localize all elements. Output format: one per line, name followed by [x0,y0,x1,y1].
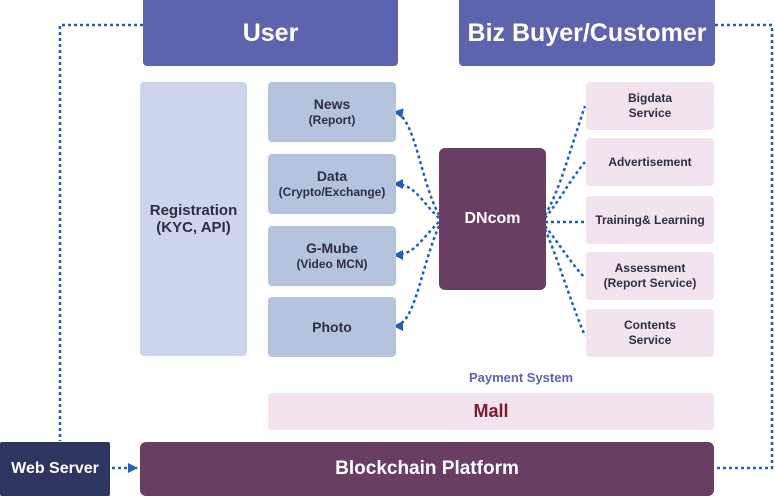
data-box: Data (Crypto/Exchange) [268,154,396,214]
training-learning-box: Training& Learning [586,196,714,244]
assessment-box: Assessment (Report Service) [586,252,714,300]
training-line1: Training& Learning [595,212,705,227]
connector-dncom-assessment [544,225,586,279]
registration-box: Registration (KYC, API) [140,82,247,356]
news-title: News [313,96,351,112]
biz-buyer-header: Biz Buyer/Customer [459,0,715,66]
photo-box: Photo [268,297,396,357]
gmube-box: G-Mube (Video MCN) [268,226,396,286]
advertisement-line1: Advertisement [608,154,692,169]
payment-system-label: Payment System [468,370,574,385]
connector-dncom-news [393,108,441,216]
assessment-line1: Assessment [614,261,686,275]
connector-dncom-ad [544,161,586,219]
contents-line2: Service [628,333,672,347]
connector-user-webserver [58,23,143,441]
photo-title: Photo [312,318,352,335]
bigdata-line1: Bigdata [627,91,672,105]
gmube-title: G-Mube [305,240,359,256]
mall-bar: Mall [268,393,714,430]
bigdata-service-box: Bigdata Service [586,82,714,130]
blockchain-platform-bar: Blockchain Platform [140,442,714,496]
registration-sub: (KYC, API) [156,219,231,236]
contents-service-box: Contents Service [586,309,714,357]
connector-dncom-bigdata [543,105,587,216]
data-title: Data [316,168,348,184]
contents-line1: Contents [624,318,676,332]
connector-dncom-gmube [393,221,440,260]
bigdata-line2: Service [628,106,672,120]
registration-title: Registration [149,202,238,219]
connector-dncom-data [393,179,440,219]
web-server-box: Web Server [0,442,110,496]
assessment-line2: (Report Service) [603,276,697,290]
news-sub: (Report) [308,113,356,127]
gmube-sub: (Video MCN) [296,257,368,271]
connector-dncom-contents [543,228,587,337]
connector-dncom-photo [393,225,441,331]
dncom-box: DNcom [439,148,546,290]
connector-biz-blockchain [715,23,774,470]
advertisement-box: Advertisement [586,138,714,186]
news-box: News (Report) [268,82,396,142]
user-header: User [143,0,398,66]
data-sub: (Crypto/Exchange) [278,185,386,199]
